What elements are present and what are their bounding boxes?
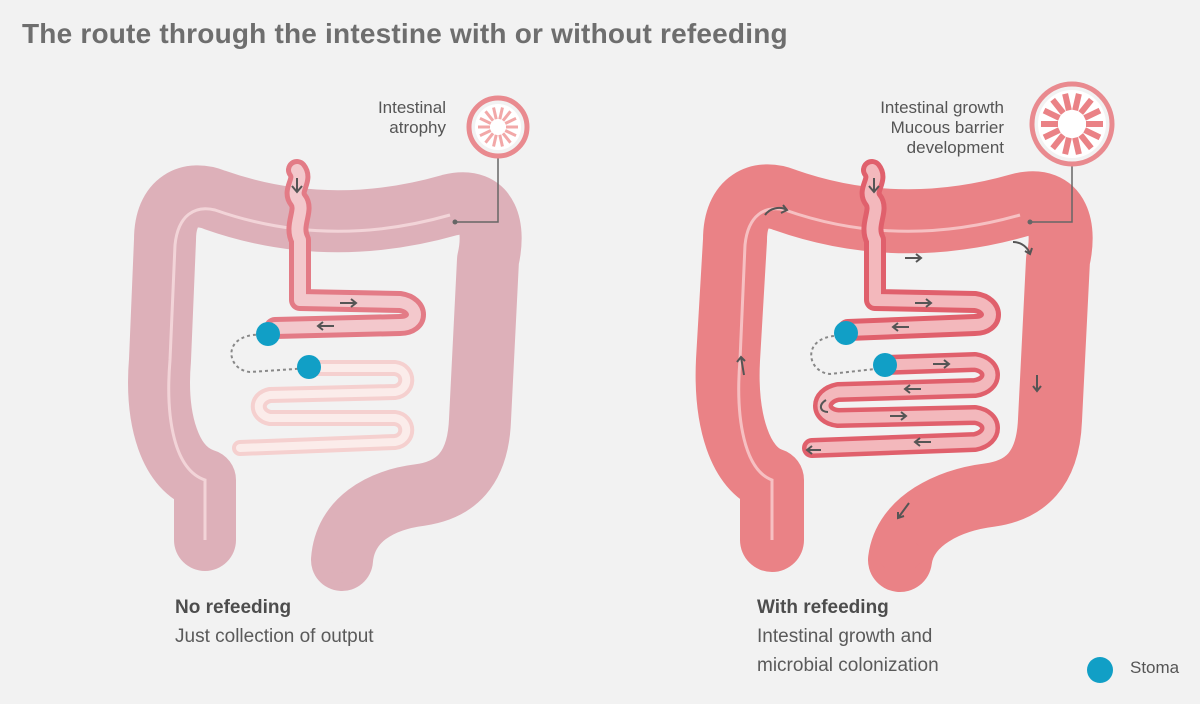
cross-section-spoke bbox=[1050, 133, 1066, 151]
cross-section-spoke bbox=[1078, 133, 1094, 151]
cross-section-spoke bbox=[1042, 107, 1061, 121]
cross-section-spoke bbox=[492, 134, 498, 147]
cross-section-spoke bbox=[479, 129, 492, 138]
right-callout-line-1: Intestinal growth bbox=[880, 98, 1004, 117]
legend-stoma-label: Stoma bbox=[1130, 658, 1180, 677]
left-arrow-right bbox=[340, 298, 358, 308]
cross-section-spoke bbox=[501, 132, 512, 144]
left-stoma-upper bbox=[256, 322, 280, 346]
cross-section-spoke bbox=[1072, 93, 1082, 112]
left-small-intestine-faded bbox=[232, 360, 415, 456]
cross-section-spoke bbox=[1062, 93, 1072, 112]
cross-section-spoke bbox=[1050, 97, 1066, 115]
diagram-title: The route through the intestine with or … bbox=[22, 18, 788, 49]
right-callout-line bbox=[1030, 166, 1073, 223]
cross-section-spoke bbox=[504, 116, 517, 125]
left-colon bbox=[128, 165, 522, 591]
cross-section-spoke bbox=[492, 107, 498, 120]
right-caption-text: Intestinal growth and microbial coloniza… bbox=[757, 622, 939, 680]
right-cross-section-icon bbox=[1029, 81, 1115, 167]
right-caption-line-1: Intestinal growth and bbox=[757, 626, 933, 647]
left-stoma-lower bbox=[297, 355, 321, 379]
cross-section-spoke bbox=[1072, 136, 1082, 155]
cross-section-spoke bbox=[1083, 127, 1102, 141]
right-colon-line bbox=[737, 207, 1021, 540]
right-caption-line-2: microbial colonization bbox=[757, 655, 939, 676]
right-callout-line-2: Mucous barrier bbox=[890, 118, 1004, 137]
left-callout-line-1: Intestinal bbox=[377, 98, 446, 117]
left-arrow-left bbox=[316, 321, 334, 331]
right-colon bbox=[695, 164, 1093, 592]
left-rectum bbox=[322, 537, 362, 573]
right-intestine bbox=[695, 81, 1115, 592]
left-callout-line bbox=[455, 158, 499, 223]
cross-section-spoke bbox=[484, 110, 495, 122]
cross-section-spoke bbox=[504, 129, 517, 138]
left-caption-text: Just collection of output bbox=[175, 626, 374, 647]
right-rectum bbox=[878, 537, 922, 573]
cross-section-spoke bbox=[1083, 107, 1102, 121]
left-arrow-down bbox=[291, 178, 303, 194]
legend-stoma-dot bbox=[1087, 657, 1113, 683]
right-callout-text: Intestinal growth Mucous barrier develop… bbox=[830, 98, 1004, 158]
left-callout-line-2: atrophy bbox=[389, 118, 446, 137]
cross-section-spoke bbox=[501, 110, 512, 122]
cross-section-spoke bbox=[498, 107, 504, 120]
cross-section-spoke bbox=[484, 132, 495, 144]
left-caption-title: No refeeding bbox=[175, 597, 292, 618]
right-small-intestine bbox=[802, 352, 1000, 458]
cross-section-spoke bbox=[498, 134, 504, 147]
left-bypass-dashed bbox=[230, 333, 311, 374]
left-callout-text: Intestinal atrophy bbox=[330, 98, 446, 138]
cross-section-spoke bbox=[1062, 136, 1072, 155]
left-colon-line bbox=[167, 207, 451, 540]
right-callout-line-3: development bbox=[906, 138, 1004, 157]
right-flow-arrows bbox=[736, 178, 1042, 520]
left-intestine bbox=[128, 95, 530, 591]
right-bypass-dashed bbox=[810, 334, 885, 376]
right-caption-title: With refeeding bbox=[757, 597, 889, 618]
cross-section-spoke bbox=[479, 116, 492, 125]
cross-section-spoke bbox=[1042, 127, 1061, 141]
cross-section-spoke bbox=[1078, 97, 1094, 115]
left-cross-section-icon bbox=[466, 95, 530, 159]
right-stoma-lower bbox=[873, 353, 897, 377]
right-stoma-upper bbox=[834, 321, 858, 345]
